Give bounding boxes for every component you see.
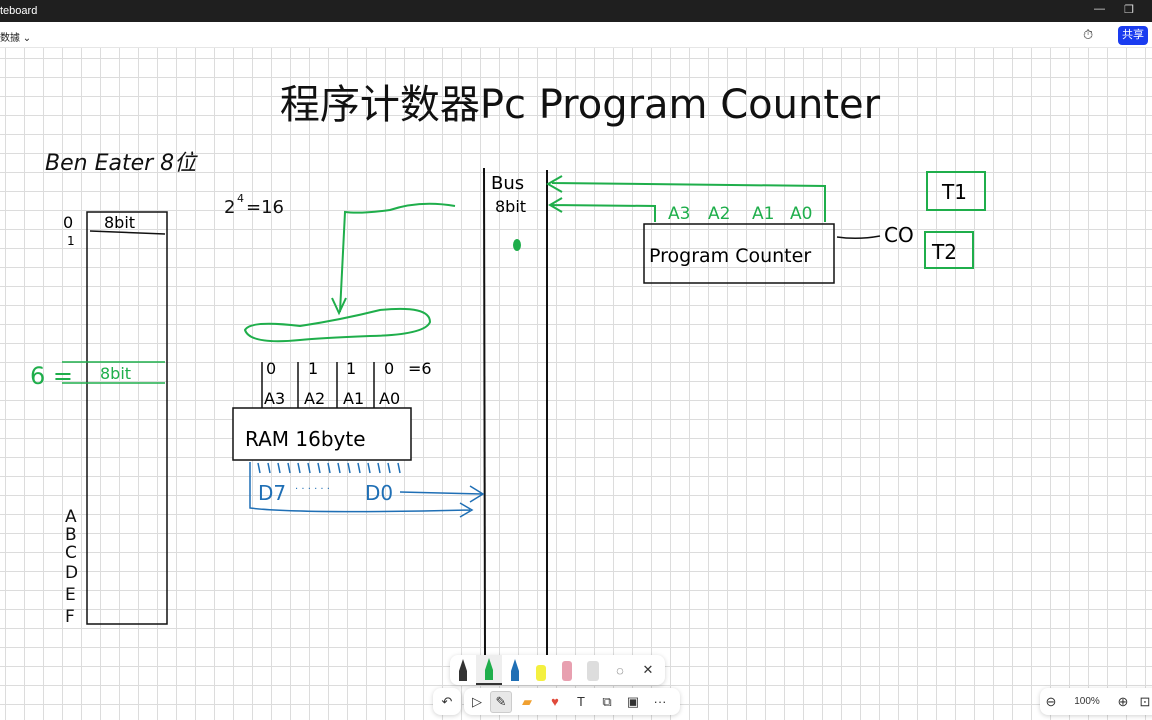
ink-tool[interactable]: ✎ — [490, 690, 512, 713]
black-pen-button[interactable] — [450, 655, 476, 685]
bus: Bus 8bit — [483, 167, 548, 656]
data-dots: · · · · · · — [295, 484, 330, 495]
ram-addr: A3 — [264, 389, 285, 408]
t2-label: T2 — [931, 240, 957, 264]
lasso-button[interactable]: ◌ — [616, 662, 624, 678]
ram-bit: 1 — [346, 359, 356, 378]
power-base: 2 — [224, 197, 235, 218]
ruler-button[interactable] — [580, 655, 606, 685]
restore-button[interactable]: ❐ — [1124, 4, 1134, 16]
share-button[interactable]: 共享 — [1118, 26, 1148, 45]
bus-label: Bus — [491, 173, 524, 194]
mem-letter: C — [65, 543, 77, 563]
menu-bar: 数據 ⌄ ⏱ 共享 — [0, 22, 1152, 48]
shapes-tool[interactable]: ⧉ — [602, 693, 612, 709]
pc-addr: A2 — [708, 204, 730, 224]
board-name: 数據 — [0, 33, 20, 44]
fit-to-screen-button[interactable]: ⊡ — [1139, 693, 1151, 709]
pc-addr: A3 — [668, 204, 690, 224]
ram-addr: A1 — [343, 389, 364, 408]
mem-six-label: 6 = — [30, 362, 73, 390]
template-tool[interactable]: ▣ — [626, 693, 640, 709]
green-pen-icon — [485, 658, 493, 680]
app-title: teboard — [0, 5, 38, 17]
pen-toolbar: ◌ ✕ — [450, 655, 665, 685]
text-tool[interactable]: T — [577, 694, 585, 709]
highlighter-button[interactable] — [528, 655, 554, 685]
bus-width: 8bit — [495, 197, 526, 216]
board-drawing: 程序计数器Pc Program Counter Ben Eater 8位 2 4… — [30, 82, 986, 656]
ram-addr: A2 — [304, 389, 325, 408]
power-result: =16 — [246, 197, 284, 218]
mem-8bit-six: 8bit — [100, 364, 131, 383]
more-button[interactable]: ··· — [653, 694, 667, 709]
undo-panel: ↶ — [433, 688, 461, 715]
black-pen-icon — [459, 659, 467, 681]
ram-addr: A0 — [379, 389, 400, 408]
ram-eq: =6 — [408, 359, 432, 378]
board-title: 程序计数器Pc Program Counter — [280, 82, 881, 128]
green-pen-button[interactable] — [476, 655, 502, 685]
undo-button[interactable]: ↶ — [441, 693, 453, 709]
program-counter-block: Program Counter A3 A2 A1 A0 CO T1 T2 — [545, 171, 986, 284]
t1-label: T1 — [941, 180, 967, 204]
chevron-down-icon: ⌄ — [22, 33, 32, 44]
pc-addr: A0 — [790, 204, 812, 224]
zoom-in-button[interactable]: ⊕ — [1117, 693, 1129, 709]
pc-label: Program Counter — [649, 245, 811, 267]
mem-letter: A — [65, 507, 77, 527]
mem-letter: B — [65, 525, 77, 545]
ram-bit: 0 — [384, 359, 394, 378]
whiteboard-canvas[interactable]: 程序计数器Pc Program Counter Ben Eater 8位 2 4… — [0, 48, 1152, 720]
ram-bit: 1 — [308, 359, 318, 378]
ram-block: 0 1 1 0 =6 A3 A2 A1 A0 RAM 16byte D7 · ·… — [232, 359, 485, 518]
mem-letter: F — [65, 607, 75, 627]
ram-bit: 0 — [266, 359, 276, 378]
zoom-controls: ⊖ 100% ⊕ ⊡ — [1040, 688, 1152, 715]
co-label: CO — [884, 223, 914, 247]
board-name-menu[interactable]: 数據 ⌄ — [0, 29, 31, 44]
yellow-highlighter-icon — [536, 665, 546, 681]
mem-row-0: 0 — [63, 213, 73, 232]
zoom-level[interactable]: 100% — [1074, 696, 1100, 707]
ben-eater-note: Ben Eater 8位 — [45, 151, 198, 176]
blue-pen-icon — [511, 659, 519, 681]
mem-row-1: 1 — [67, 234, 75, 248]
mem-letter: E — [65, 585, 76, 605]
reaction-tool[interactable]: ♥ — [551, 694, 559, 709]
pc-addr: A1 — [752, 204, 774, 224]
minimize-button[interactable]: — — [1094, 3, 1105, 15]
mem-8bit-top: 8bit — [104, 213, 135, 232]
blue-pen-button[interactable] — [502, 655, 528, 685]
mem-letter: D — [65, 563, 78, 583]
eraser-button[interactable] — [554, 655, 580, 685]
ram-label: RAM 16byte — [245, 427, 366, 451]
title-bar: teboard — ❐ — [0, 0, 1152, 22]
data-d0: D0 — [365, 481, 393, 505]
select-tool[interactable]: ▷ — [472, 693, 482, 709]
memory-column: 0 1 8bit 6 = 8bit A B C D E F — [30, 211, 168, 627]
timer-icon[interactable]: ⏱ — [1083, 27, 1094, 42]
ruler-icon — [587, 661, 599, 681]
main-toolbar: ▷ ✎ ▰ ♥ T ⧉ ▣ ··· — [464, 688, 680, 715]
power-exponent: 4 — [237, 192, 244, 205]
eraser-icon — [562, 661, 572, 681]
data-d7: D7 — [258, 481, 286, 505]
close-pen-toolbar-button[interactable]: ✕ — [642, 662, 654, 677]
zoom-out-button[interactable]: ⊖ — [1045, 693, 1057, 709]
sticky-note-tool[interactable]: ▰ — [522, 693, 532, 709]
